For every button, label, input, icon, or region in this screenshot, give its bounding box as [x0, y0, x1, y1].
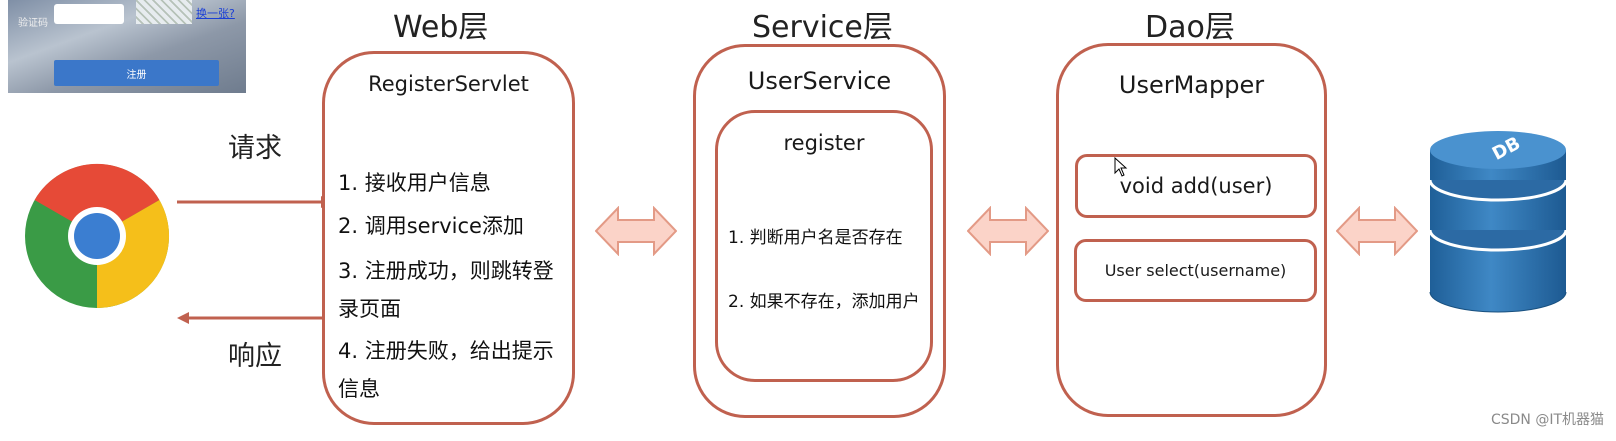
service-layer-title: Service层	[752, 10, 893, 45]
service-step: 2. 如果不存在，添加用户	[728, 292, 920, 312]
captcha-label: 验证码	[18, 18, 48, 29]
response-label: 响应	[228, 341, 282, 372]
register-method-box: register 1. 判断用户名是否存在 2. 如果不存在，添加用户	[715, 110, 933, 382]
servlet-step: 3. 注册成功，则跳转登录页面	[338, 259, 554, 321]
captcha-input[interactable]	[54, 4, 124, 24]
register-method-title: register	[783, 131, 865, 155]
select-method-box: User select(username)	[1074, 239, 1317, 302]
response-arrow	[177, 312, 333, 324]
request-arrow	[177, 196, 333, 208]
register-button[interactable]: 注册	[54, 60, 219, 86]
captcha-image	[136, 0, 192, 24]
dao-layer-title: Dao层	[1145, 10, 1235, 45]
service-step: 1. 判断用户名是否存在	[728, 228, 903, 248]
request-label: 请求	[228, 133, 282, 164]
service-dao-double-arrow	[967, 206, 1049, 256]
user-mapper-box: UserMapper void add(user) User select(us…	[1056, 43, 1327, 417]
register-servlet-box: RegisterServlet 1. 接收用户信息 2. 调用service添加…	[322, 51, 575, 425]
select-method-label: User select(username)	[1104, 261, 1287, 280]
user-service-title: UserService	[747, 67, 892, 95]
user-mapper-title: UserMapper	[1118, 71, 1265, 99]
mouse-cursor-icon	[1114, 157, 1128, 177]
add-method-label: void add(user)	[1119, 174, 1273, 198]
servlet-step: 1. 接收用户信息	[338, 171, 491, 195]
web-layer-title: Web层	[393, 10, 489, 45]
watermark: CSDN @IT机器猫	[1490, 412, 1604, 428]
user-service-box: UserService register 1. 判断用户名是否存在 2. 如果不…	[693, 44, 946, 418]
register-button-label: 注册	[126, 69, 147, 81]
servlet-step: 4. 注册失败，给出提示信息	[338, 339, 554, 401]
database-icon: DB	[1428, 131, 1568, 313]
login-page-thumbnail: 验证码 换一张? 注册	[8, 0, 246, 93]
register-servlet-title: RegisterServlet	[368, 72, 529, 96]
web-service-double-arrow	[595, 206, 677, 256]
change-captcha-link[interactable]: 换一张?	[196, 7, 235, 20]
chrome-browser-icon	[25, 163, 170, 308]
add-method-box: void add(user)	[1075, 154, 1317, 218]
servlet-step: 2. 调用service添加	[338, 214, 524, 238]
dao-database-double-arrow	[1336, 206, 1418, 256]
